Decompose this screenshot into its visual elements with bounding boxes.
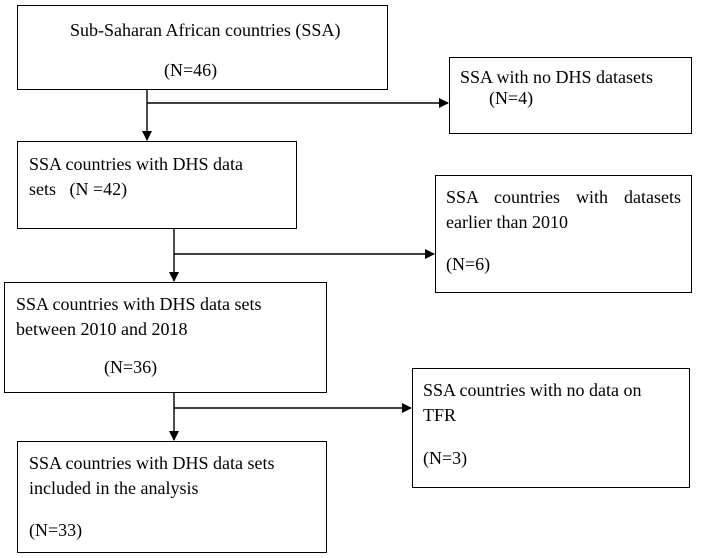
earlier-2010-line1: SSA countries with datasets xyxy=(446,187,681,207)
dhs-2010-2018-line2: between 2010 and 2018 xyxy=(16,319,188,339)
no-dhs-box: SSA with no DHS datasets (N=4) xyxy=(449,57,692,134)
included-line1: SSA countries with DHS data sets xyxy=(29,453,275,473)
with-dhs-line2: sets (N =42) xyxy=(29,179,128,199)
earlier-2010-line2: earlier than 2010 xyxy=(446,212,568,232)
total-ssa-box: Sub-Saharan African countries (SSA) (N=4… xyxy=(17,5,388,90)
dhs-2010-2018-line1: SSA countries with DHS data sets xyxy=(16,294,262,314)
with-dhs-box: SSA countries with DHS data sets (N =42) xyxy=(17,141,297,229)
with-dhs-line1: SSA countries with DHS data xyxy=(29,154,243,174)
included-count: (N=33) xyxy=(29,520,83,540)
no-dhs-count: (N=4) xyxy=(489,88,534,108)
dhs-2010-2018-count: (N=36) xyxy=(104,357,158,377)
total-ssa-label: Sub-Saharan African countries (SSA) xyxy=(70,20,341,40)
no-tfr-box: SSA countries with no data on TFR (N=3) xyxy=(412,368,690,488)
included-line2: included in the analysis xyxy=(29,478,199,498)
no-tfr-line1: SSA countries with no data on xyxy=(423,380,642,400)
no-tfr-count: (N=3) xyxy=(423,448,468,468)
dhs-2010-2018-box: SSA countries with DHS data sets between… xyxy=(4,282,327,393)
no-dhs-label: SSA with no DHS datasets xyxy=(460,67,654,87)
no-tfr-line2: TFR xyxy=(423,405,457,425)
total-ssa-count: (N=46) xyxy=(164,60,218,80)
earlier-2010-box: SSA countries with datasets earlier than… xyxy=(435,175,692,293)
included-box: SSA countries with DHS data sets include… xyxy=(17,441,327,553)
earlier-2010-count: (N=6) xyxy=(446,254,491,274)
